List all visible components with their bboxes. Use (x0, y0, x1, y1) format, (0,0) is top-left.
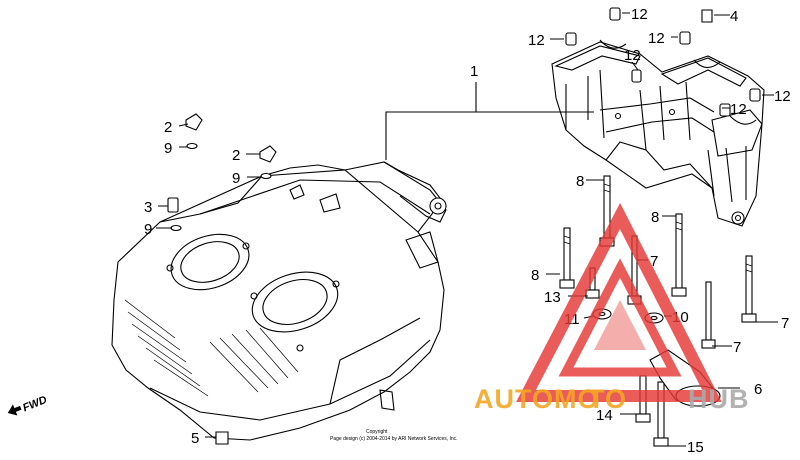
copyright-line-2: Page design (c) 2004-2014 by ARI Network… (330, 436, 458, 442)
bearing-bracket-drawing (551, 39, 765, 227)
callout-8-right: 8 (651, 209, 659, 226)
svg-text:AUTOMO: AUTOMO (474, 384, 600, 414)
callout-9-middle: 9 (232, 170, 240, 187)
callout-7-lower: 7 (733, 339, 741, 356)
callout-9-lower: 9 (144, 221, 152, 238)
callout-3: 3 (144, 199, 152, 216)
callout-2-lower: 2 (232, 147, 240, 164)
watermark-text: AUTOMO TO HUB (474, 384, 750, 414)
callout-12-right-lower: 12 (730, 101, 747, 118)
callout-15: 15 (687, 439, 704, 456)
watermark-logo (516, 202, 722, 402)
copyright-line-1: Copyright (366, 429, 388, 435)
callout-6: 6 (754, 381, 762, 398)
callout-12-left: 12 (528, 32, 545, 49)
callout-8-left: 8 (531, 267, 539, 284)
callout-8-top: 8 (576, 173, 584, 190)
callout-7-right: 7 (781, 315, 789, 332)
callout-4: 4 (730, 8, 738, 25)
callout-1: 1 (470, 63, 478, 80)
leader-1 (385, 82, 477, 160)
callout-5: 5 (191, 430, 199, 447)
callout-14: 14 (596, 407, 613, 424)
callout-12-center: 12 (624, 47, 641, 64)
callout-13: 13 (544, 289, 561, 306)
callout-2-upper: 2 (164, 119, 172, 136)
fwd-indicator: FWD (7, 394, 49, 416)
crankcase-drawing (111, 161, 447, 441)
svg-text:HUB: HUB (688, 384, 750, 414)
callout-leaders (156, 12, 778, 447)
callout-12-right: 12 (774, 88, 791, 105)
callout-12-mid: 12 (648, 30, 665, 47)
fwd-label: FWD (21, 394, 49, 415)
callout-9-upper: 9 (164, 140, 172, 157)
small-parts-left (167, 113, 277, 445)
dowels-drawing (565, 7, 761, 117)
svg-text:TO: TO (588, 384, 627, 414)
callout-12-top: 12 (631, 6, 648, 23)
callout-7-upper: 7 (650, 253, 658, 270)
